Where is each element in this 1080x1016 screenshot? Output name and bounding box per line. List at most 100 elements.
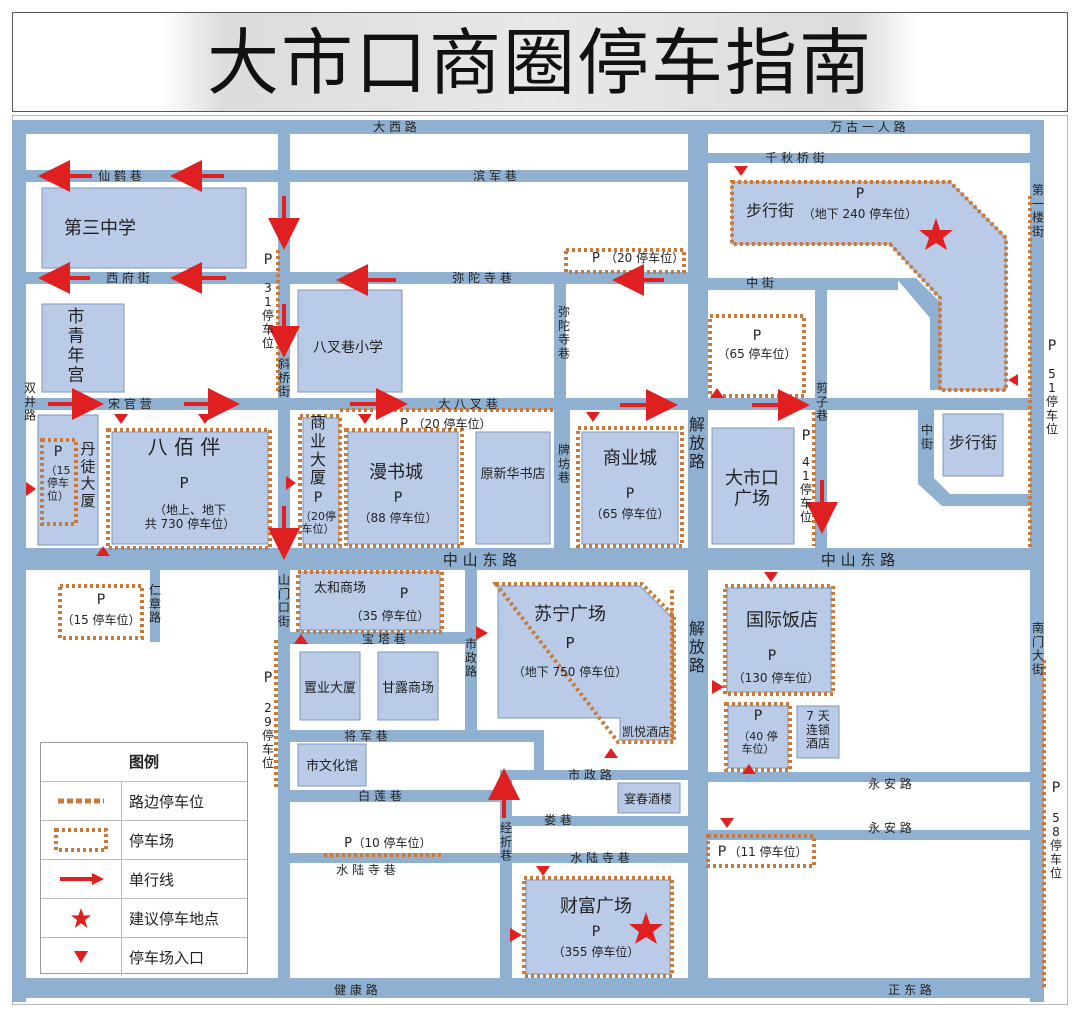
legend-item-star: 建议停车地点	[41, 898, 247, 937]
parking-guoji: （130 停车位）	[733, 670, 820, 685]
road-label-zhongjie: 中 街	[746, 275, 774, 290]
parking-p-41: P	[802, 428, 810, 444]
parking-10: （10 停车位）	[352, 835, 431, 850]
building-wenhua: 市文化馆	[306, 758, 358, 774]
parking-p-15renzhang: P	[97, 592, 105, 608]
building-ganlu: 甘露商场	[382, 681, 434, 696]
road-label-yongan-1: 永 安 路	[868, 776, 912, 791]
road-label-mituosi-v: 弥陀寺巷	[558, 304, 570, 360]
road-label-qianqiu: 千 秋 桥 街	[765, 151, 824, 165]
road-label-zhengdong: 正 东 路	[888, 982, 932, 997]
parking-p-shangyecheng: P	[626, 486, 634, 502]
parking-p-dabacha: P	[400, 417, 408, 432]
building-zhiye: 置业大厦	[304, 681, 356, 696]
parking-dabacha: （20 停车位）	[412, 416, 491, 431]
legend-item-oneway: 单行线	[41, 859, 247, 898]
parking-p-15danfu: P	[54, 444, 62, 460]
legend: 图例 路边停车位 停车场 单行线 建议停车地点 停车场入口	[40, 742, 248, 976]
road-label-dabacha: 大 八 叉 巷	[438, 397, 497, 411]
parking-p-31: P	[264, 252, 272, 268]
road-label-renzhang: 仁章路	[149, 583, 161, 625]
parking-65east: （65 停车位）	[717, 346, 796, 361]
parking-p-65east: P	[753, 328, 761, 344]
road-label-mituosi: 弥 陀 寺 巷	[452, 270, 511, 285]
building-suning: 苏宁广场	[534, 604, 606, 625]
parking-map: 大 西 路 万 古 一 人 路 千 秋 桥 街 仙 鹤 巷 滨 军 巷 西 府 …	[12, 115, 1068, 1005]
building-kaiyue: 凯悦酒店	[622, 725, 670, 739]
road-label-wangu: 万 古 一 人 路	[830, 119, 905, 134]
building-babaiban: 八 佰 伴	[148, 435, 221, 459]
road-label-shuangjing: 双井路	[24, 381, 36, 423]
page-title: 大市口商圈停车指南	[206, 21, 873, 105]
parking-40: （40 停车位）	[738, 729, 778, 756]
road-label-shanmenkou: 山门口街	[278, 573, 290, 628]
road-label-xiejiao: 斜桥街	[278, 357, 290, 399]
legend-label: 建议停车地点	[129, 909, 220, 928]
building-manshu: 漫书城	[369, 462, 423, 483]
parking-p-taihe: P	[400, 586, 408, 602]
legend-item-curb: 路边停车位	[41, 781, 247, 820]
legend-title: 图例	[128, 753, 159, 771]
parking-shangyecheng: （65 停车位）	[590, 506, 669, 521]
road-label-jingzhe: 经折巷	[500, 821, 512, 863]
parking-p-caifu: P	[592, 924, 600, 940]
parking-p-guoji: P	[768, 648, 776, 664]
road-label-zhongshan-west: 中 山 东 路	[443, 551, 517, 569]
parking-p-manshu: P	[394, 490, 402, 506]
road-label-xifu: 西 府 街	[106, 270, 150, 285]
building-guoji: 国际饭店	[746, 610, 818, 631]
road-label-zhongshan-east: 中 山 东 路	[821, 551, 895, 569]
parking-p-40: P	[754, 708, 762, 724]
legend-label: 停车场入口	[129, 948, 205, 967]
road-label-jiefang-north: 解放路	[689, 415, 705, 471]
legend-label: 路边停车位	[129, 792, 205, 811]
entrance-triangle-icon	[74, 951, 88, 963]
road-label-baota: 宝 塔 巷	[362, 632, 406, 646]
building-taihe: 太和商场	[314, 581, 366, 596]
building-caifu: 财富广场	[560, 896, 632, 917]
building-danfu: 丹徒大厦	[80, 440, 95, 510]
road-label-paifang: 牌坊巷	[558, 443, 570, 485]
parking-p-10: P	[344, 836, 352, 851]
building-disanzhong: 第三中学	[64, 218, 136, 239]
one-way-arrow-icon	[60, 873, 104, 885]
parking-buxingjie: （地下 240 停车位）	[803, 206, 918, 221]
parking-lot-icon	[54, 828, 108, 852]
building-buxingjie: 步行街	[746, 201, 794, 220]
parking-15renzhang: （15 停车位）	[61, 612, 140, 627]
building-qingnian: 市青年宫	[68, 307, 85, 386]
curb-parking-icon	[58, 798, 104, 804]
parking-p-shangye-dasha: P	[314, 490, 322, 506]
road-label-nanmen: 南门大街	[1032, 620, 1044, 676]
parking-p-suning: P	[565, 634, 574, 652]
legend-item-entrance: 停车场入口	[41, 937, 247, 976]
road-label-shuilu-east: 水 陆 寺 巷	[570, 850, 629, 865]
legend-item-lot: 停车场	[41, 820, 247, 859]
parking-p-buxingjie: P	[856, 186, 864, 202]
parking-p-51: P	[1048, 338, 1056, 354]
road-label-diyilou: 第一楼街	[1032, 183, 1044, 238]
star-icon	[71, 908, 91, 928]
parking-p-11: P	[718, 844, 726, 860]
building-shangyecheng: 商业城	[603, 448, 657, 469]
road-label-jiangjun: 将 军 巷	[344, 729, 388, 743]
parking-20top: （20 停车位）	[605, 250, 684, 265]
building-dashikou: 大市口广场	[725, 468, 779, 510]
road-label-jiefang-south: 解放路	[689, 619, 705, 675]
road-label-shuilu-west: 水 陆 寺 巷	[336, 862, 395, 877]
road-label-yongan-2: 永 安 路	[868, 820, 912, 835]
building-xinhua: 原新华书店	[480, 466, 545, 482]
parking-p-29: P	[264, 670, 272, 686]
road-label-xianhe: 仙 鹤 巷	[98, 168, 142, 183]
building-yanchun: 宴春酒楼	[624, 791, 672, 806]
road-label-shizheng: 市 政 路	[568, 767, 612, 782]
road-label-zhongjie-v: 中街	[921, 422, 933, 451]
building-bachalu: 八叉巷小学	[313, 340, 383, 356]
legend-label: 停车场	[129, 831, 175, 850]
building-buxingjie-east: 步行街	[949, 433, 997, 452]
road-label-binjun: 滨 军 巷	[473, 168, 517, 183]
parking-p-58: P	[1052, 780, 1060, 796]
